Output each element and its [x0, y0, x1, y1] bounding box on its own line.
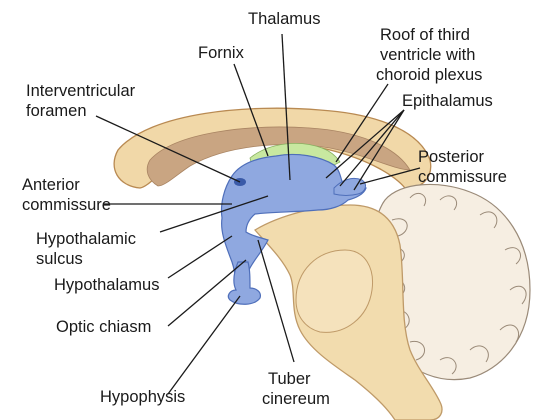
- label-anterior-line1: Anterior: [22, 176, 80, 194]
- label-roof-line2: ventricle with: [380, 46, 475, 64]
- label-posterior-line1: Posterior: [418, 148, 485, 166]
- label-anterior-line2: commissure: [22, 196, 111, 214]
- label-hypothalamic-line1: Hypothalamic: [36, 230, 136, 248]
- label-tuber-line1: Tuber: [268, 370, 311, 388]
- label-tuber-line2: cinereum: [262, 390, 330, 408]
- label-hypothalamus: Hypothalamus: [54, 276, 159, 294]
- label-hypophysis: Hypophysis: [100, 388, 185, 406]
- label-roof-line3: choroid plexus: [376, 66, 482, 84]
- label-roof-line1: Roof of third: [380, 26, 470, 44]
- label-optic-chiasm: Optic chiasm: [56, 318, 151, 336]
- label-epithalamus: Epithalamus: [402, 92, 493, 110]
- label-fornix: Fornix: [198, 44, 245, 62]
- label-interventricular-line2: foramen: [26, 102, 87, 120]
- label-interventricular-line1: Interventricular: [26, 82, 136, 100]
- label-posterior-line2: commissure: [418, 168, 507, 186]
- label-hypothalamic-line2: sulcus: [36, 250, 83, 268]
- label-thalamus: Thalamus: [248, 10, 320, 28]
